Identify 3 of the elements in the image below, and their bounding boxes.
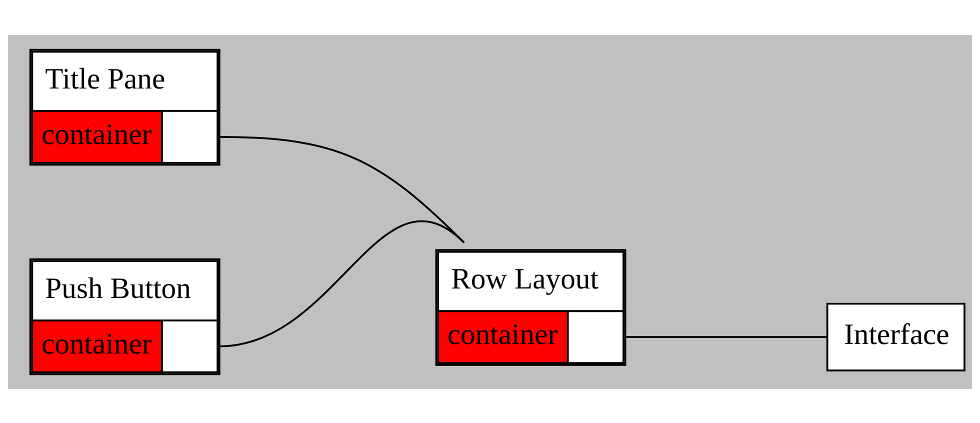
node-box: Interface [826,302,966,371]
connector [219,220,465,347]
connector [625,336,828,338]
